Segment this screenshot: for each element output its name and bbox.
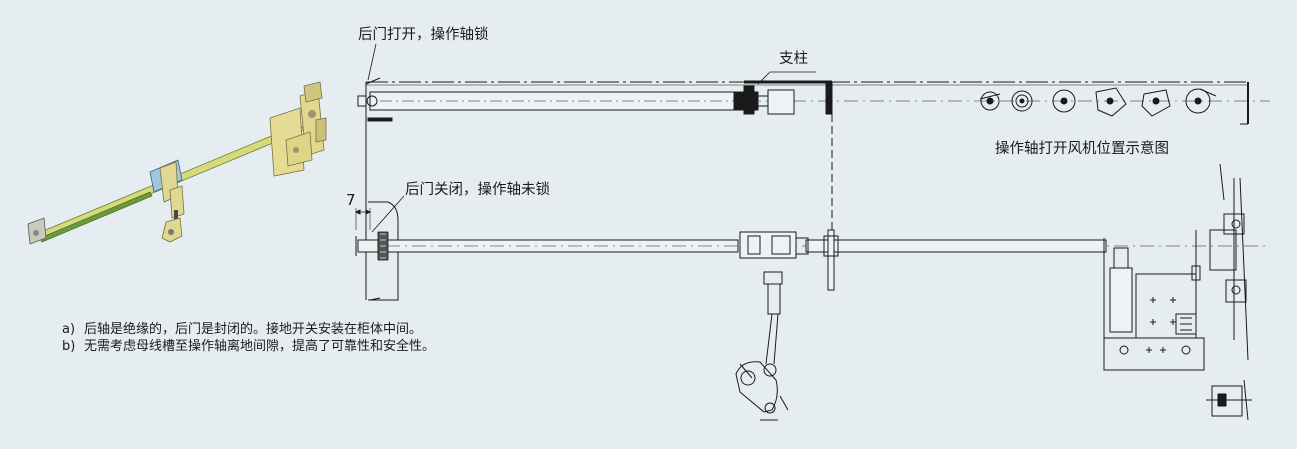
pillar-label: 支柱 — [779, 51, 808, 67]
top-frame-open-door — [357, 43, 1270, 300]
note-marker: a) — [62, 322, 76, 337]
note-item: b) 无需考虑母线槽至操作轴离地间隙，提高了可靠性和安全性。 — [62, 339, 452, 356]
note-text: 后轴是绝缘的，后门是封闭的。接地开关安装在柜体中间。 — [84, 322, 423, 337]
iso-assembly-view — [27, 81, 327, 245]
rear-door-closed-label: 后门关闭，操作轴未锁 — [405, 182, 550, 198]
dimension-label: 7 — [346, 191, 356, 209]
notes-list: a) 后轴是绝缘的，后门是封闭的。接地开关安装在柜体中间。 b) 无需考虑母线槽… — [62, 322, 452, 355]
note-text: 无需考虑母线槽至操作轴离地间隙，提高了可靠性和安全性。 — [84, 338, 436, 354]
rear-door-open-label: 后门打开，操作轴锁 — [358, 27, 489, 43]
fan-position-label: 操作轴打开风机位置示意图 — [995, 141, 1169, 157]
fan-position-cams — [979, 87, 1217, 117]
note-item: a) 后轴是绝缘的，后门是封闭的。接地开关安装在柜体中间。 — [62, 322, 452, 339]
note-marker: b) — [62, 338, 76, 354]
bottom-frame-closed-door — [354, 195, 1270, 421]
right-side-mechanism — [1103, 163, 1252, 421]
